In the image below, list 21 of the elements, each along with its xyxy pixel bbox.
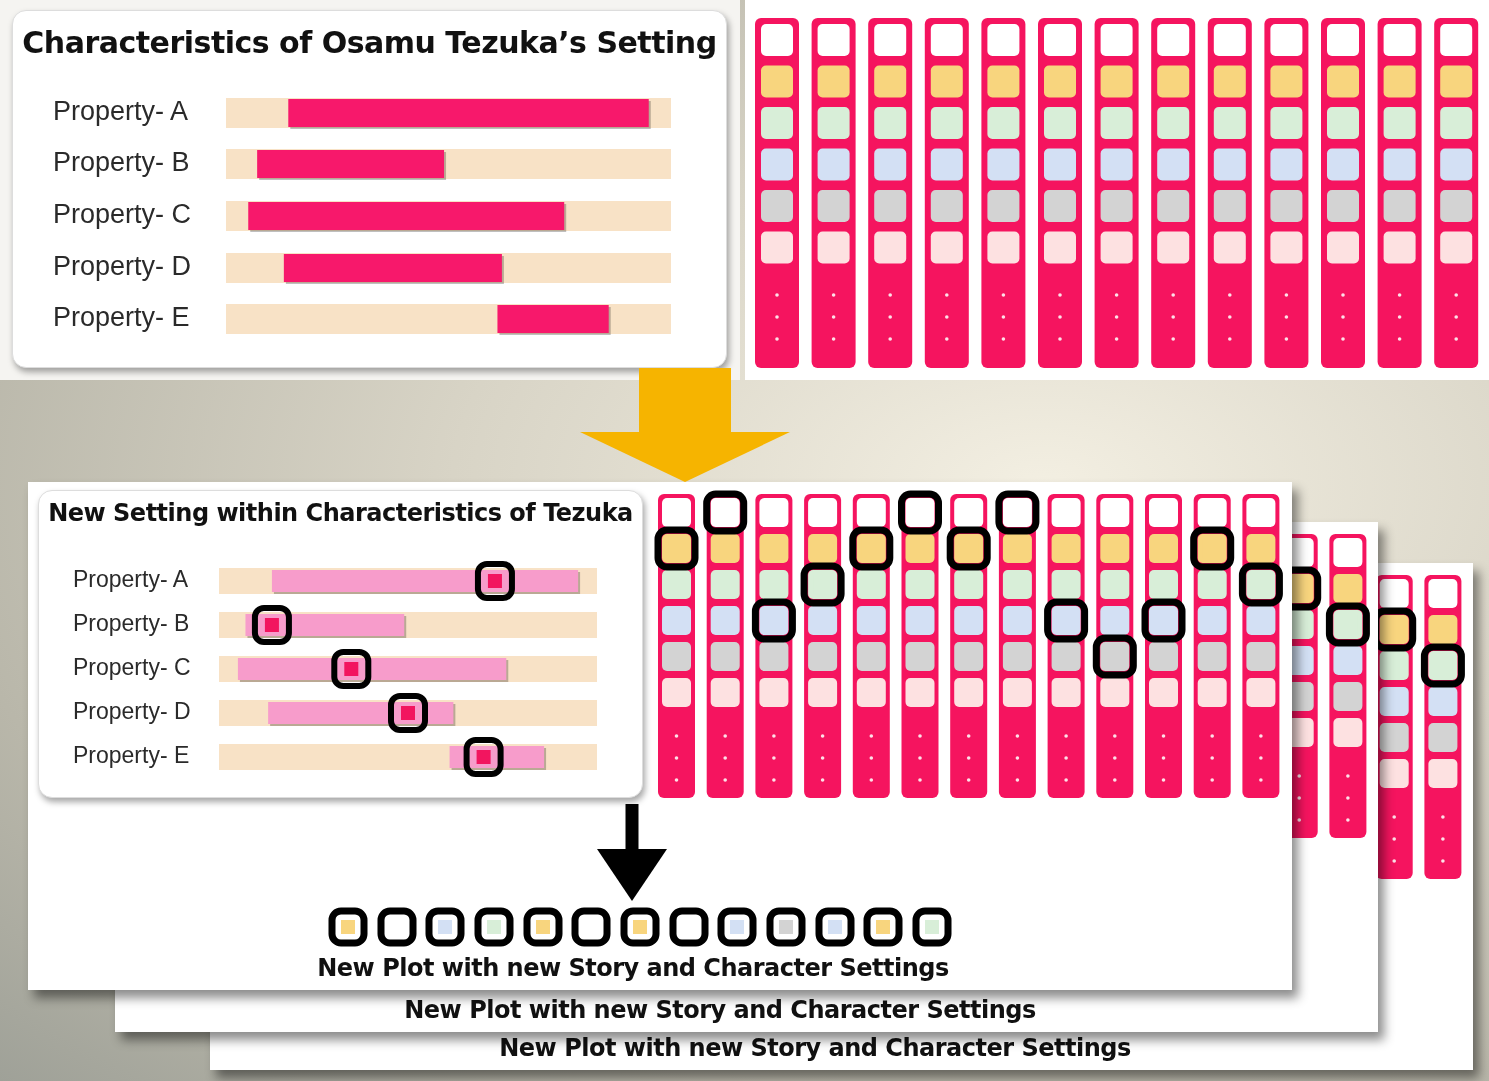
property-label: Property- A [53, 98, 189, 126]
chart-card [38, 490, 643, 798]
sheet-card [28, 482, 1292, 990]
property-label: Property- C [73, 656, 191, 680]
property-label: Property- B [73, 612, 190, 636]
property-label: Property- E [53, 304, 190, 332]
sheet-caption: New Plot with new Story and Character Settings [316, 954, 950, 982]
property-label: Property- D [53, 253, 192, 281]
property-label: Property- B [53, 149, 190, 177]
sheet-caption: New Plot with new Story and Character Settings [498, 1034, 1132, 1062]
sheet-caption: New Plot with new Story and Character Settings [403, 996, 1037, 1024]
card-title: New Setting within Characteristics of Tezuka [47, 499, 634, 527]
property-label: Property- A [73, 568, 189, 592]
property-label: Property- D [73, 700, 191, 724]
selected-squares-row [328, 907, 952, 947]
arrow [597, 804, 667, 901]
arrow [580, 368, 790, 482]
chart-card [12, 10, 727, 368]
property-label: Property- E [73, 744, 190, 768]
property-label: Property- C [53, 201, 192, 229]
card-title: Characteristics of Osamu Tezuka’s Setting [21, 25, 718, 60]
